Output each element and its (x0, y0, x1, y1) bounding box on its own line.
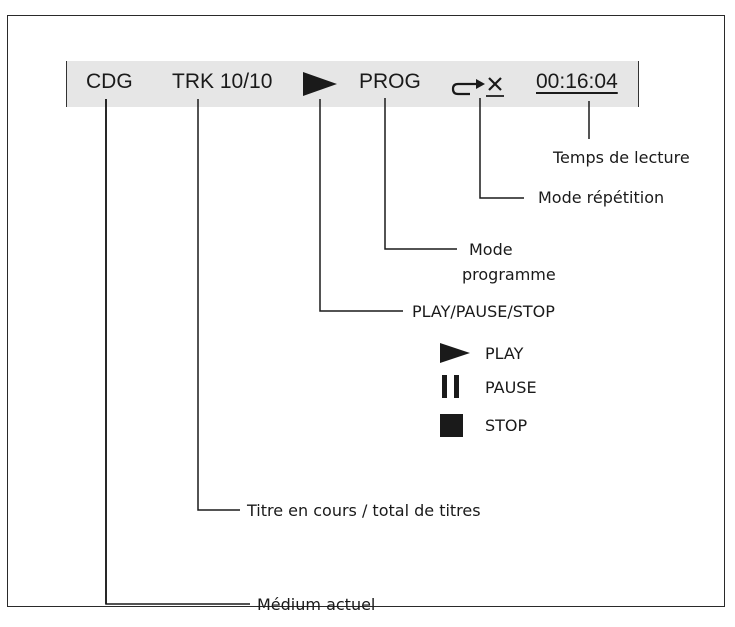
program-label-line2: programme (462, 265, 556, 284)
track-label: Titre en cours / total de titres (247, 501, 481, 520)
track-readout: TRK 10/10 (172, 70, 273, 93)
status-label: PLAY/PAUSE/STOP (412, 302, 555, 321)
display-play-icon (303, 72, 337, 96)
legend-play-label: PLAY (485, 344, 524, 363)
repeat-off-icon (451, 77, 504, 97)
program-label-line1: Mode (469, 240, 513, 259)
medium-label: Médium actuel (257, 595, 376, 614)
medium-readout: CDG (86, 70, 133, 93)
time-label: Temps de lecture (553, 148, 690, 167)
repeat-connector (479, 98, 524, 199)
track-connector (197, 99, 240, 511)
program-connector (384, 98, 457, 250)
legend-pause-label: PAUSE (485, 378, 537, 397)
legend-play-icon (440, 343, 470, 363)
program-readout: PROG (359, 70, 421, 93)
figure-frame (7, 15, 725, 607)
repeat-label: Mode répétition (538, 188, 665, 207)
legend-stop-label: STOP (485, 416, 528, 435)
legend-stop-icon (440, 414, 463, 437)
legend-pause-icon (442, 375, 459, 398)
display-panel (66, 61, 639, 107)
status-connector (319, 99, 403, 312)
time-readout: 00:16:04 (536, 70, 618, 93)
